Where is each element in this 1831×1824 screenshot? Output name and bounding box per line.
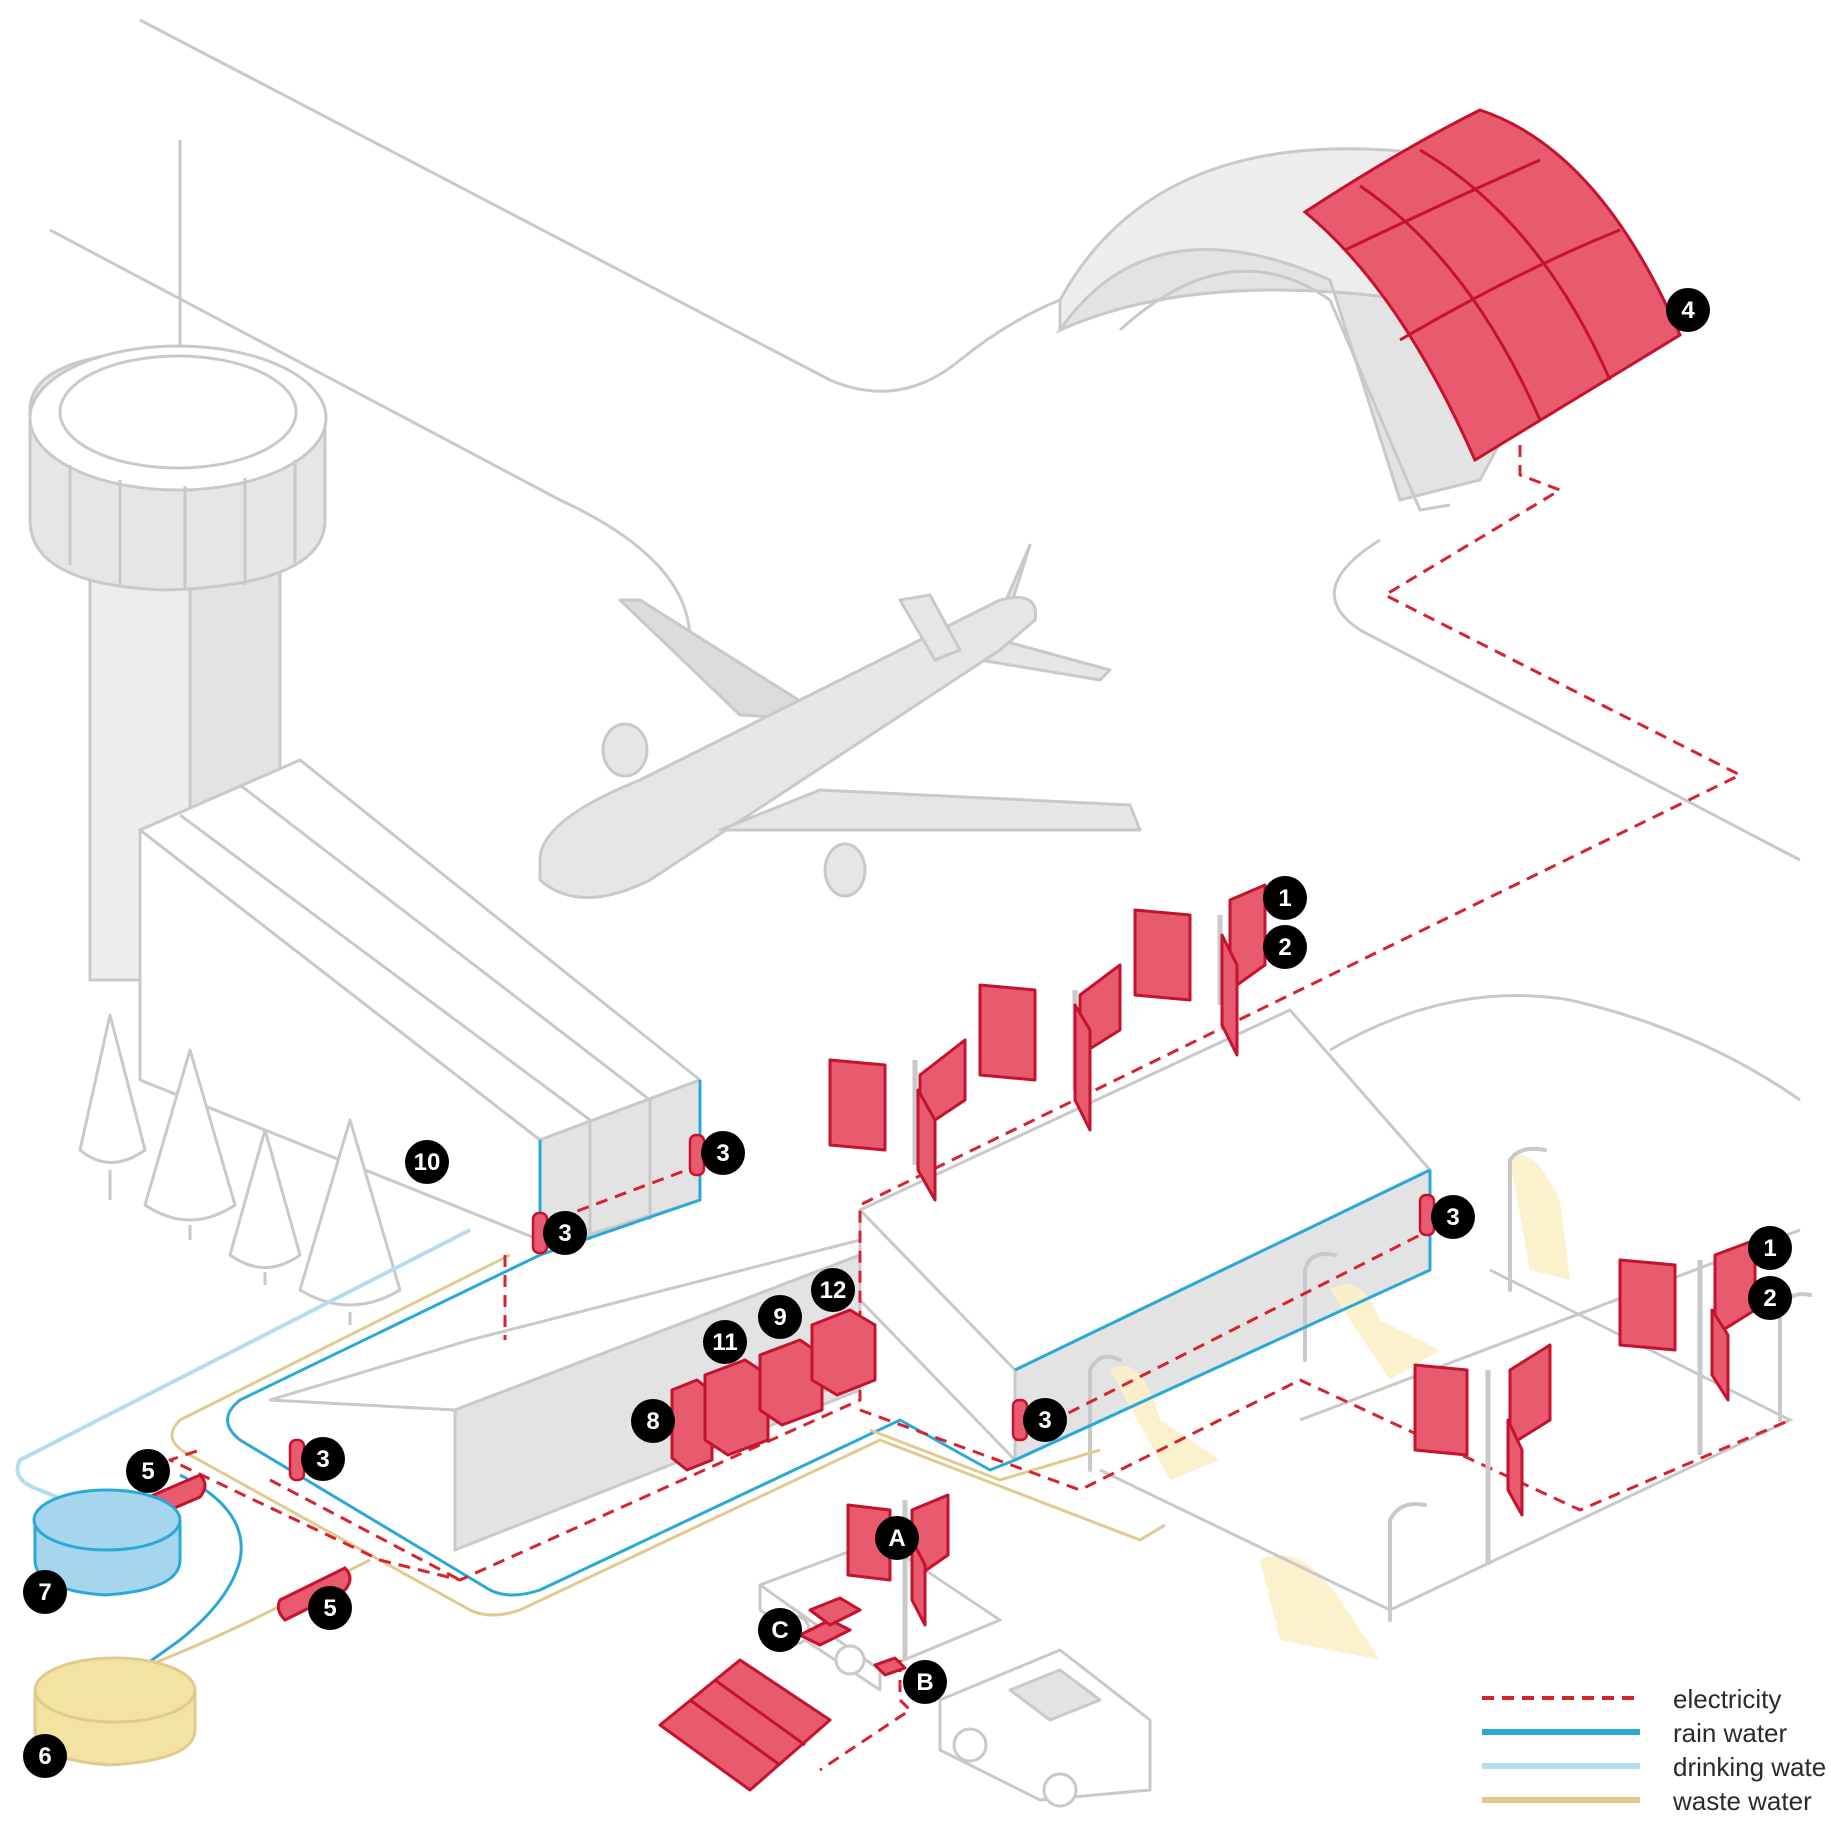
legend-waste-water: waste water: [1482, 1786, 1812, 1816]
svg-text:12: 12: [820, 1277, 847, 1304]
marker-pump-upper: 5: [126, 1449, 170, 1493]
marker-collector-lower-left: 3: [301, 1437, 345, 1481]
legend-rain-water: rain water: [1482, 1718, 1787, 1748]
marker-turbine-right-1: 1: [1748, 1226, 1792, 1270]
svg-text:A: A: [888, 1525, 905, 1552]
marker-cabinet-9: 9: [758, 1295, 802, 1339]
svg-text:1: 1: [1278, 885, 1291, 912]
rain-water-pipe: [109, 1080, 1432, 1692]
svg-text:11: 11: [712, 1329, 737, 1356]
legend-drinking-water: drinking wate: [1482, 1752, 1826, 1782]
wind-turbines: [828, 883, 1757, 1660]
svg-text:3: 3: [716, 1140, 729, 1167]
marker-cabinet-11: 11: [703, 1320, 747, 1364]
marker-cabinet-12: 12: [811, 1268, 855, 1312]
svg-text:2: 2: [1278, 934, 1291, 961]
marker-collector-hall-right: 3: [1431, 1195, 1475, 1239]
svg-text:8: 8: [646, 1408, 659, 1435]
marker-turbine-right-2: 2: [1748, 1276, 1792, 1320]
marker-collector-hall-front: 3: [1023, 1398, 1067, 1442]
marker-cabinet-8: 8: [631, 1399, 675, 1443]
mobile-solar-panel: [658, 1596, 907, 1792]
svg-text:5: 5: [323, 1595, 336, 1622]
svg-text:3: 3: [558, 1220, 571, 1247]
marker-turbine-top-1: 1: [1263, 876, 1307, 920]
equipment-cabinets: [670, 1308, 877, 1472]
svg-text:10: 10: [414, 1149, 441, 1176]
svg-text:3: 3: [1446, 1204, 1459, 1231]
marker-pump-lower: 5: [308, 1586, 352, 1630]
control-tower: [28, 140, 328, 982]
legend: electricity rain water drinking wate was…: [1482, 1684, 1826, 1816]
svg-text:C: C: [771, 1617, 788, 1644]
marker-hangar-4: 4: [1666, 288, 1710, 332]
legend-electricity: electricity: [1482, 1684, 1781, 1714]
terminal-building: [138, 758, 702, 1252]
marker-mobile-b: B: [903, 1660, 947, 1704]
svg-text:4: 4: [1681, 297, 1695, 324]
airplane: [538, 543, 1142, 899]
marker-collector-upper-right: 3: [701, 1131, 745, 1175]
marker-rain-tank-7: 7: [23, 1570, 67, 1614]
hangar-solar-array: [1302, 108, 1682, 463]
marker-turbine-top-2: 2: [1263, 925, 1307, 969]
svg-text:drinking wate: drinking wate: [1673, 1752, 1826, 1782]
marker-mobile-a: A: [875, 1516, 919, 1560]
svg-text:rain water: rain water: [1673, 1718, 1787, 1748]
svg-text:electricity: electricity: [1673, 1684, 1781, 1714]
svg-text:B: B: [916, 1669, 933, 1696]
marker-mobile-c: C: [758, 1608, 802, 1652]
marker-waste-tank-6: 6: [23, 1734, 67, 1778]
parking-area: [1088, 1146, 1812, 1660]
runway-outlines: [49, 18, 1801, 1102]
svg-text:3: 3: [1038, 1407, 1051, 1434]
svg-text:7: 7: [38, 1579, 51, 1606]
tanks: [32, 1488, 197, 1767]
svg-text:1: 1: [1763, 1235, 1776, 1262]
svg-text:3: 3: [316, 1446, 329, 1473]
svg-text:6: 6: [38, 1743, 51, 1770]
svg-text:9: 9: [773, 1304, 786, 1331]
svg-text:2: 2: [1763, 1285, 1776, 1312]
drinking-water-pipe: [15, 1228, 471, 1522]
mobile-unit: [758, 1538, 1152, 1808]
markers: 1 2 1 2 4 3 3 3: [23, 288, 1792, 1778]
trees: [78, 1013, 402, 1325]
svg-text:waste water: waste water: [1672, 1786, 1812, 1816]
marker-collector-upper-left: 3: [543, 1211, 587, 1255]
svg-text:5: 5: [141, 1458, 154, 1485]
marker-cabinet-10: 10: [405, 1140, 449, 1184]
